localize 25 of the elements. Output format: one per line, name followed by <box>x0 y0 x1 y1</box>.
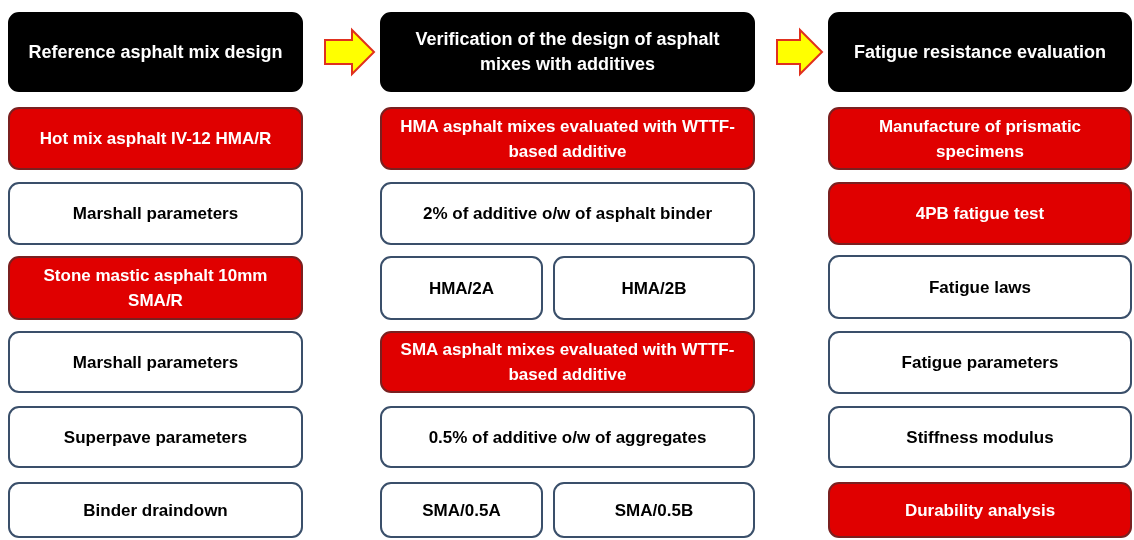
highlight-box: SMA asphalt mixes evaluated with WTTF-based additive <box>380 331 755 393</box>
process-box: Fatigue laws <box>828 255 1132 319</box>
process-box: Marshall parameters <box>8 182 303 245</box>
stage-header: Reference asphalt mix design <box>8 12 303 92</box>
block-arrow <box>324 27 376 77</box>
stage-header: Fatigue resistance evaluation <box>828 12 1132 92</box>
process-box: Marshall parameters <box>8 331 303 393</box>
process-box: Fatigue parameters <box>828 331 1132 394</box>
highlight-box: HMA asphalt mixes evaluated with WTTF-based additive <box>380 107 755 170</box>
process-box: Binder draindown <box>8 482 303 538</box>
process-box: SMA/0.5B <box>553 482 755 538</box>
block-arrow <box>776 27 824 77</box>
process-box: HMA/2A <box>380 256 543 320</box>
process-box: 0.5% of additive o/w of aggregates <box>380 406 755 468</box>
process-box: SMA/0.5A <box>380 482 543 538</box>
highlight-box: Hot mix asphalt IV-12 HMA/R <box>8 107 303 170</box>
process-box: 2% of additive o/w of asphalt binder <box>380 182 755 245</box>
process-box: HMA/2B <box>553 256 755 320</box>
highlight-box: 4PB fatigue test <box>828 182 1132 245</box>
highlight-box: Stone mastic asphalt 10mm SMA/R <box>8 256 303 320</box>
process-box: Superpave parameters <box>8 406 303 468</box>
stage-header: Verification of the design of asphalt mixes with additives <box>380 12 755 92</box>
highlight-box: Manufacture of prismatic specimens <box>828 107 1132 170</box>
process-box: Stiffness modulus <box>828 406 1132 468</box>
highlight-box: Durability analysis <box>828 482 1132 538</box>
